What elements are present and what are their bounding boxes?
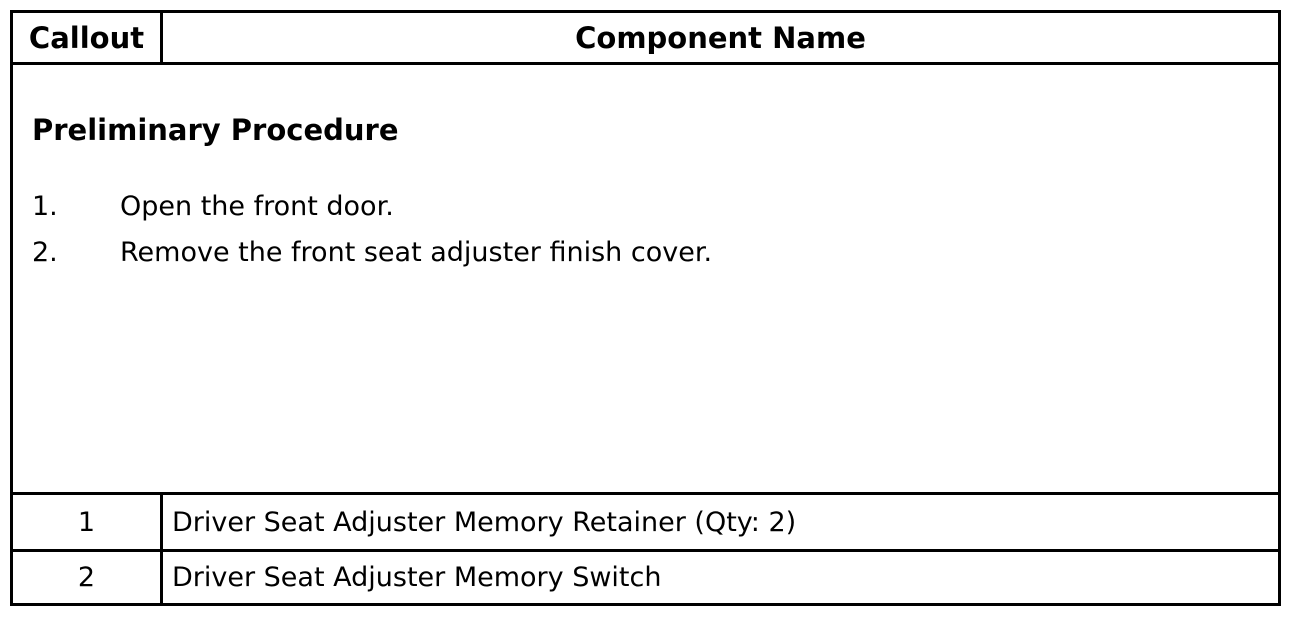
component-row: 1 Driver Seat Adjuster Memory Retainer (… [10,492,1281,552]
table-header-row: Callout Component Name [10,10,1281,65]
callout-number: 1 [10,492,163,552]
procedure-step-2-text: Remove the front seat adjuster finish co… [120,237,713,268]
procedure-step-1: 1. Open the front door. [23,184,1268,230]
component-name: Driver Seat Adjuster Memory Switch [160,549,1281,606]
callout-column-header: Callout [10,10,163,65]
callout-number: 2 [10,549,163,606]
preliminary-procedure-row: Preliminary Procedure 1. Open the front … [10,62,1281,495]
component-name-column-header: Component Name [160,10,1281,65]
preliminary-procedure-steps: 1. Open the front door. 2. Remove the fr… [23,184,1268,276]
component-name: Driver Seat Adjuster Memory Retainer (Qt… [160,492,1281,552]
component-callout-table: Callout Component Name Preliminary Proce… [10,10,1281,606]
procedure-step-2-number: 2. [32,237,58,268]
preliminary-procedure-cell: Preliminary Procedure 1. Open the front … [10,62,1281,495]
procedure-step-1-text: Open the front door. [120,191,394,222]
procedure-step-1-number: 1. [32,191,58,222]
procedure-step-2: 2. Remove the front seat adjuster finish… [23,230,1268,276]
preliminary-procedure-title: Preliminary Procedure [32,113,399,147]
component-row: 2 Driver Seat Adjuster Memory Switch [10,549,1281,606]
